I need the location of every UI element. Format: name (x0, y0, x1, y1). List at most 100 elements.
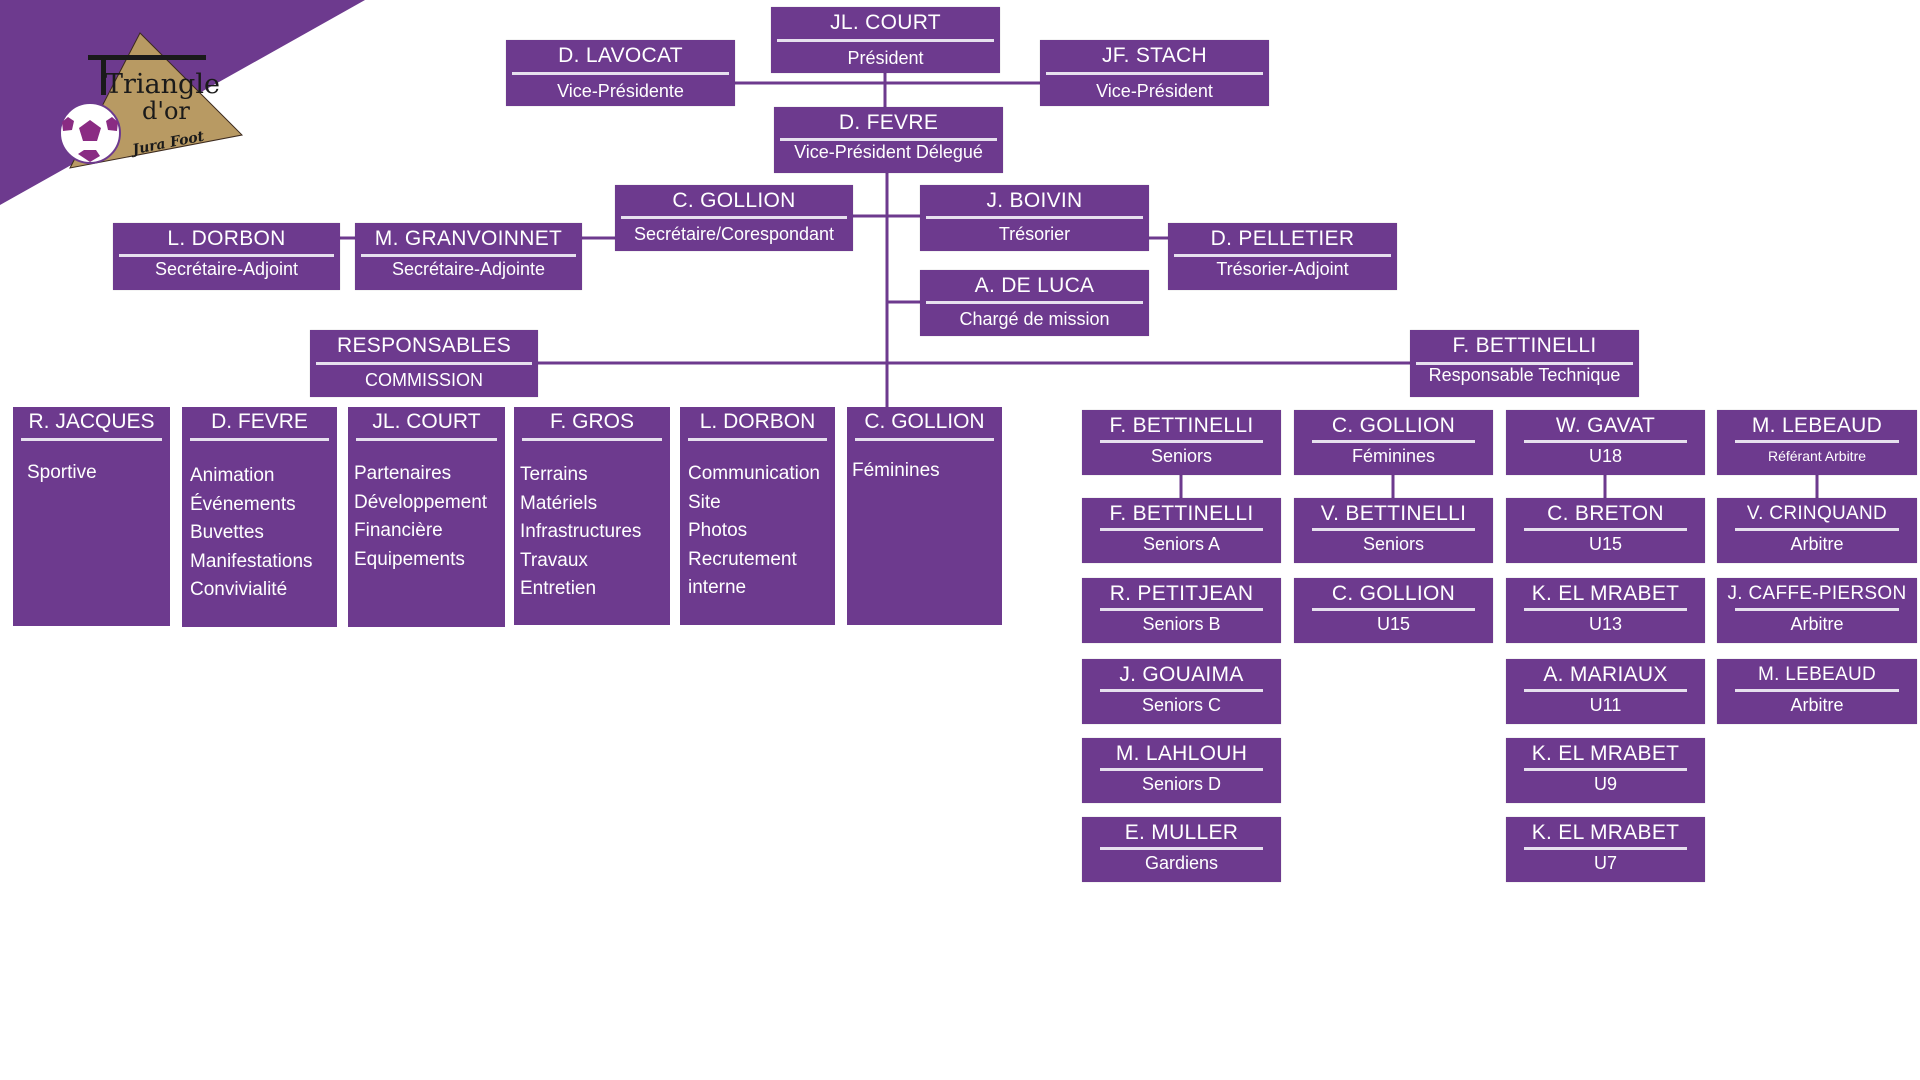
team-label: U7 (1593, 853, 1617, 873)
divider (926, 216, 1143, 219)
team-box: M. LEBEAUD Référant Arbitre (1717, 410, 1917, 475)
secretaire-adj1-name: M. GRANVOINNET (374, 227, 563, 250)
divider (512, 72, 729, 75)
logo-text-line2: d'or (142, 97, 190, 125)
team-coach: F. BETTINELLI (1109, 502, 1254, 525)
secretaire-name: C. GOLLION (672, 189, 796, 212)
divider (1100, 689, 1263, 692)
divider (1416, 362, 1633, 365)
soccer-ball-icon (59, 102, 121, 164)
commission-column: L. DORBON Communication Site Photos Recr… (680, 407, 835, 625)
vp-left-box: D. LAVOCAT Vice-Présidente (506, 40, 735, 106)
team-box: V. CRINQUAND Arbitre (1717, 498, 1917, 563)
team-label: Seniors B (1142, 614, 1221, 634)
tresorier-name: J. BOIVIN (986, 189, 1083, 212)
divider (855, 438, 994, 441)
commission-item: Equipements (354, 548, 465, 570)
commission-item: Convivialité (190, 579, 288, 600)
vp-right-name: JF. STACH (1102, 44, 1207, 67)
commission-column: D. FEVRE Animation Événements Buvettes M… (182, 407, 337, 627)
commission-name: JL. COURT (372, 410, 481, 433)
commission-item: Entretien (520, 578, 597, 599)
team-box: M. LAHLOUH Seniors D (1082, 738, 1281, 803)
commission-name: F. GROS (549, 410, 634, 433)
divider (1100, 847, 1263, 850)
divider (1735, 440, 1899, 443)
commission-column: F. GROS Terrains Matériels Infrastructur… (514, 407, 670, 625)
team-label: Seniors (1362, 534, 1425, 554)
divider (1174, 254, 1391, 257)
commission-column: JL. COURT Partenaires Développement Fina… (348, 407, 505, 627)
team-label: U11 (1589, 695, 1622, 715)
technique-box: F. BETTINELLI Responsable Technique (1410, 330, 1639, 397)
divider (926, 301, 1143, 304)
commission-item: Développement (354, 491, 488, 513)
team-coach: F. BETTINELLI (1109, 414, 1254, 437)
vp-left-name: D. LAVOCAT (558, 44, 683, 67)
divider (119, 254, 334, 257)
commission-items: Partenaires Développement Financière Equ… (354, 460, 487, 574)
team-label: Seniors (1150, 446, 1213, 466)
divider (522, 438, 662, 441)
technique-role: Responsable Technique (1428, 365, 1621, 385)
team-box: C. GOLLION Féminines (1294, 410, 1493, 475)
divider (1100, 440, 1263, 443)
divider (1524, 847, 1687, 850)
commission-item: Partenaires (354, 463, 452, 484)
team-box: V. BETTINELLI Seniors (1294, 498, 1493, 563)
team-coach: R. PETITJEAN (1109, 582, 1254, 605)
team-label: U18 (1588, 446, 1623, 466)
logo-text-line1: Triangle (105, 69, 220, 100)
divider (190, 438, 329, 441)
vp-delegue-role: Vice-Président Délegué (794, 142, 983, 162)
team-box: R. PETITJEAN Seniors B (1082, 578, 1281, 643)
divider (780, 138, 997, 141)
team-box: J. CAFFE-PIERSON Arbitre (1717, 578, 1917, 643)
responsables-title: RESPONSABLES (337, 334, 511, 357)
mission-name: A. DE LUCA (974, 274, 1095, 297)
team-label: Arbitre (1790, 534, 1844, 554)
team-box: C. GOLLION U15 (1294, 578, 1493, 643)
team-box: E. MULLER Gardiens (1082, 817, 1281, 882)
team-box: J. GOUAIMA Seniors C (1082, 659, 1281, 724)
tresorier-adj-name: D. PELLETIER (1210, 227, 1355, 250)
divider (1312, 608, 1475, 611)
commission-items: Terrains Matériels Infrastructures Trava… (520, 461, 641, 604)
team-coach: J. CAFFE-PIERSON (1727, 583, 1907, 604)
team-label: Référant Arbitre (1767, 448, 1867, 464)
team-box: K. EL MRABET U7 (1506, 817, 1705, 882)
commission-item: Recrutement (688, 548, 797, 570)
team-label: U15 (1588, 534, 1623, 554)
divider (621, 216, 847, 219)
secretaire-adj1-box: M. GRANVOINNET Secrétaire-Adjointe (355, 223, 582, 290)
team-coach: V. CRINQUAND (1746, 503, 1888, 524)
team-box: F. BETTINELLI Seniors (1082, 410, 1281, 475)
team-coach: C. BRETON (1547, 502, 1664, 525)
team-coach: W. GAVAT (1555, 414, 1656, 437)
president-box: JL. COURT Président (771, 7, 1000, 73)
divider (356, 438, 497, 441)
commission-item: interne (688, 577, 747, 598)
team-coach: A. MARIAUX (1543, 663, 1668, 686)
mission-role: Chargé de mission (959, 309, 1110, 329)
tresorier-adj-box: D. PELLETIER Trésorier-Adjoint (1168, 223, 1397, 290)
secretaire-role: Secrétaire/Corespondant (633, 224, 835, 244)
commission-items: Féminines (852, 457, 940, 486)
club-logo: Triangle d'or Jura Foot (0, 0, 365, 205)
responsables-subtitle: COMMISSION (364, 370, 483, 390)
commission-item: Buvettes (190, 522, 264, 543)
commission-item: Infrastructures (520, 521, 642, 542)
team-label: U15 (1376, 614, 1411, 634)
mission-box: A. DE LUCA Chargé de mission (920, 270, 1149, 336)
tresorier-role: Trésorier (998, 224, 1071, 244)
team-box: W. GAVAT U18 (1506, 410, 1705, 475)
team-coach: E. MULLER (1124, 821, 1239, 844)
divider (1046, 72, 1263, 75)
team-coach: J. GOUAIMA (1119, 663, 1244, 686)
tresorier-box: J. BOIVIN Trésorier (920, 185, 1149, 251)
divider (1735, 528, 1899, 531)
team-box: K. EL MRABET U13 (1506, 578, 1705, 643)
team-label: U13 (1588, 614, 1623, 634)
commission-item: Site (688, 491, 721, 513)
